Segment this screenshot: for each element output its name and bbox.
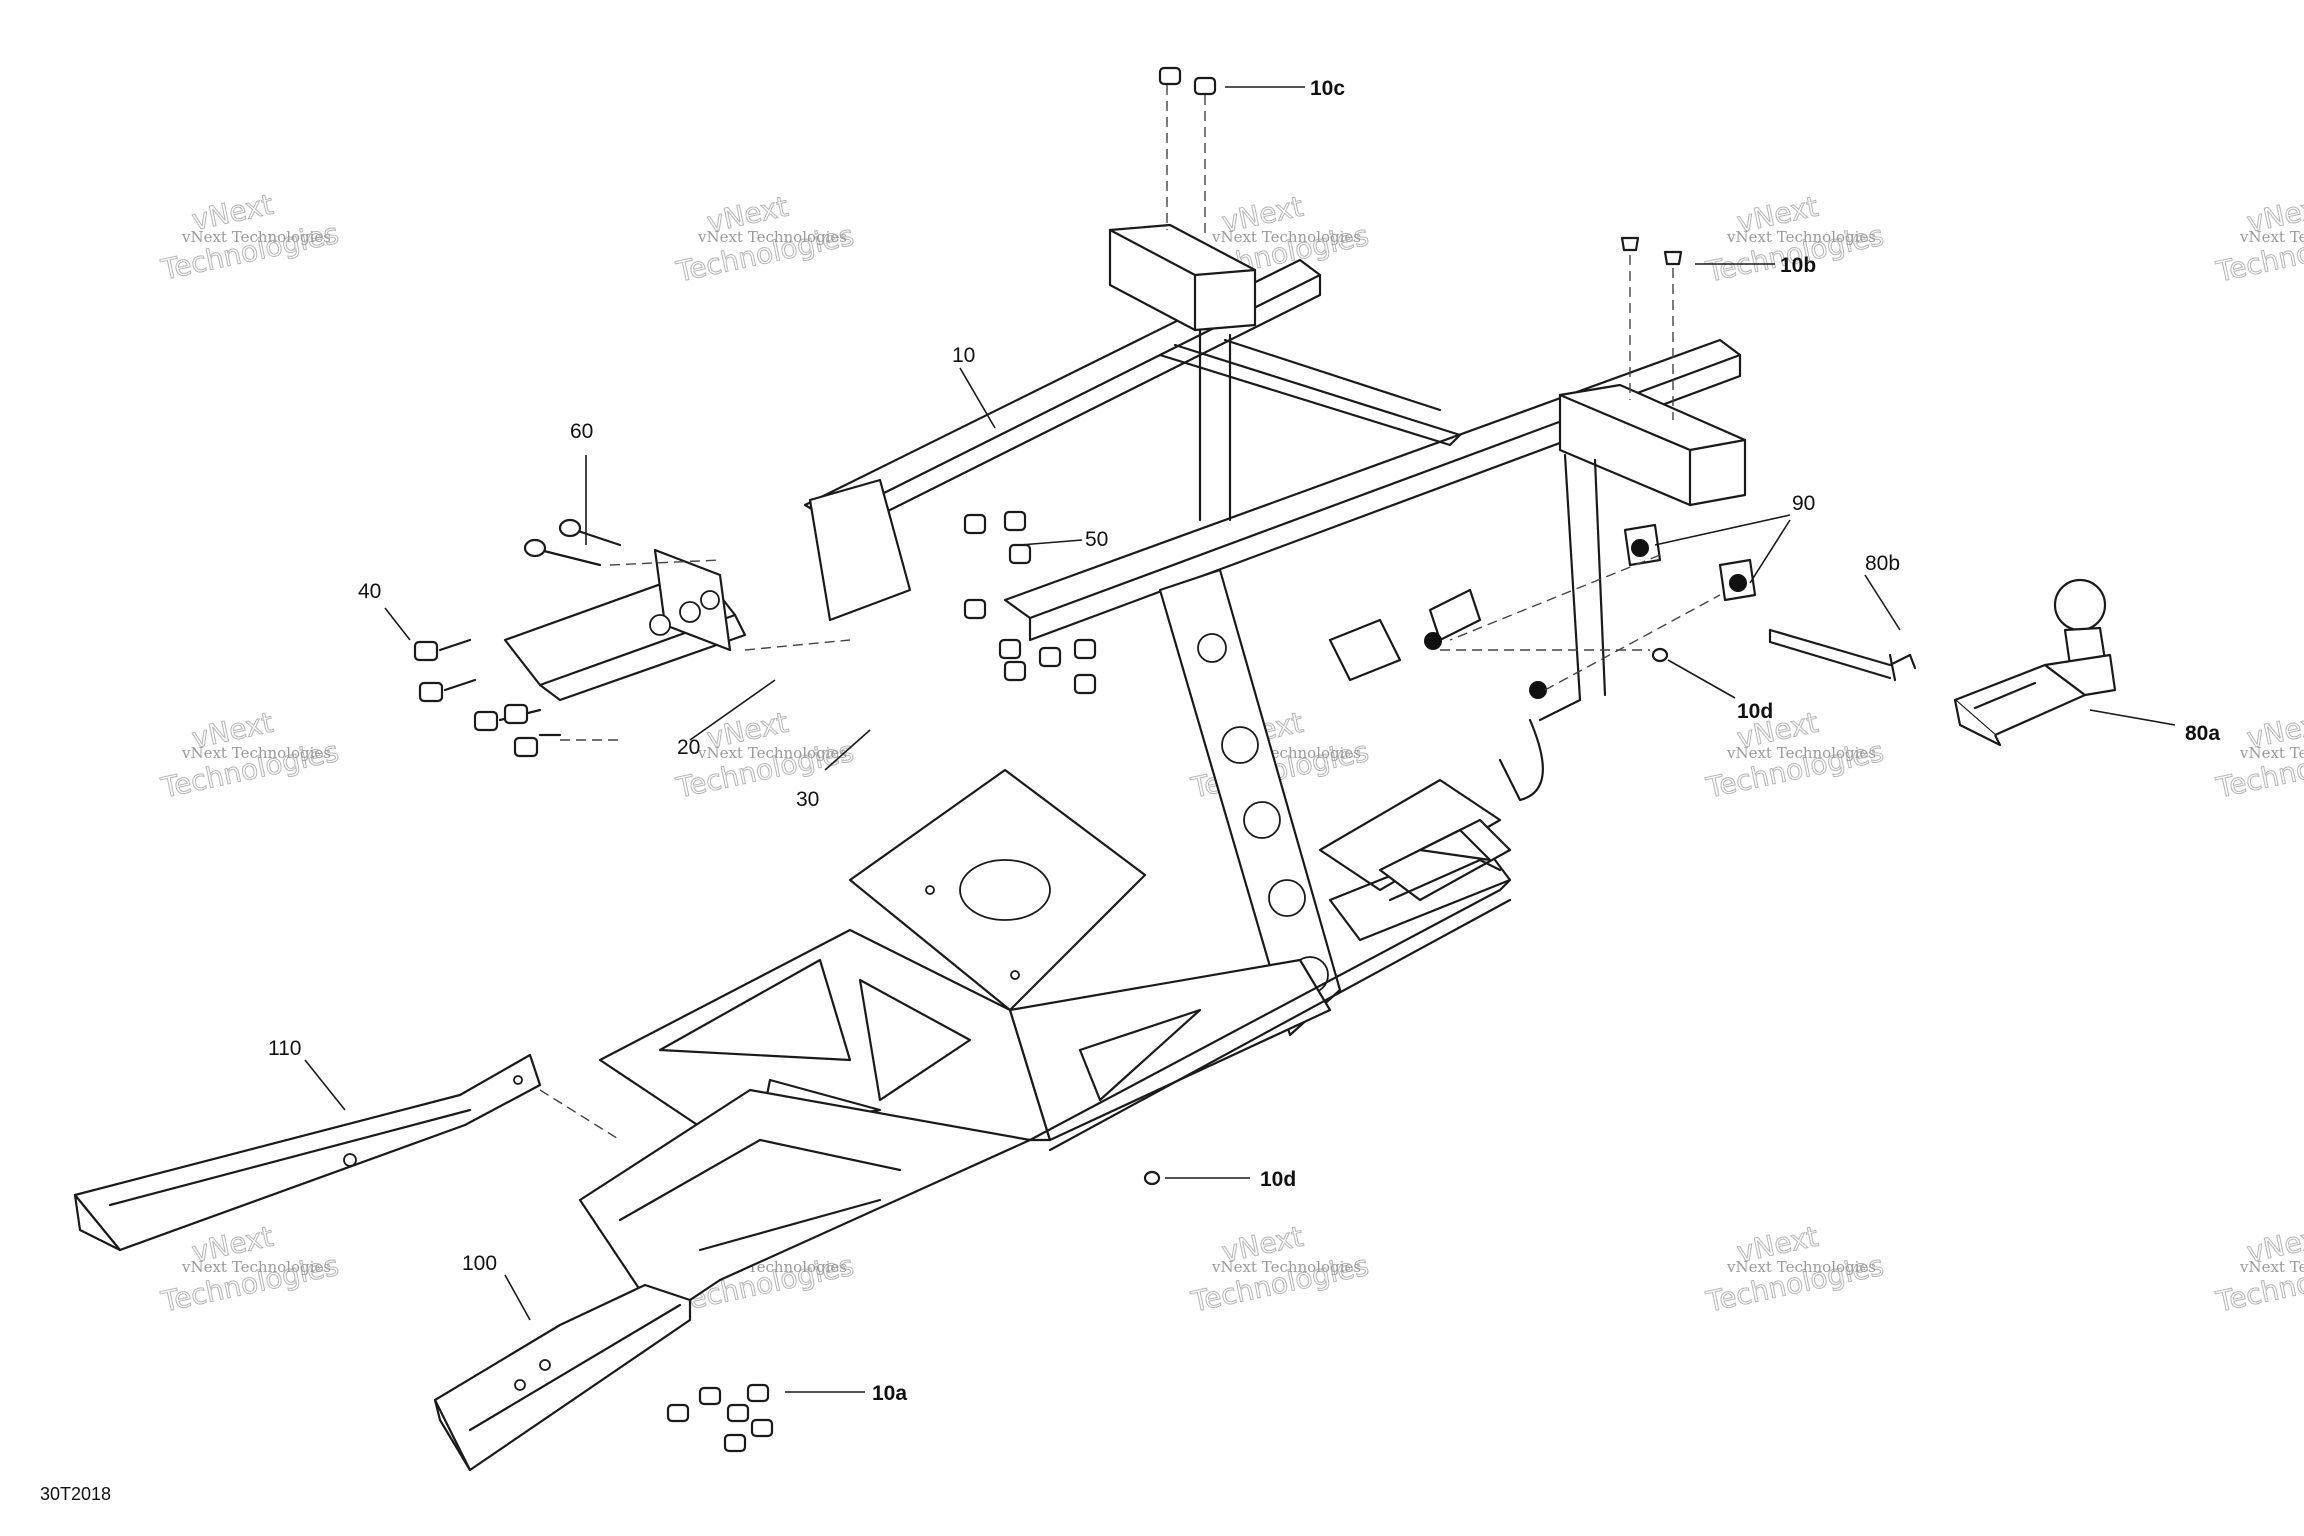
assembly-lines <box>539 85 1721 1141</box>
watermark-text: vNext Technologies <box>181 228 331 246</box>
watermark-text: vNext Technologies <box>2239 744 2304 762</box>
callout-10: 10 <box>952 344 975 367</box>
callout-80a: 80a <box>2185 722 2220 745</box>
mount-hole-marker <box>1424 632 1442 650</box>
callout-60: 60 <box>570 420 593 443</box>
part-80b-pin <box>1768 628 1917 682</box>
diagram-code: 30T2018 <box>40 1484 111 1504</box>
callout-80b: 80b <box>1865 552 1900 575</box>
mount-hole-marker <box>1529 681 1547 699</box>
callout-90: 90 <box>1792 492 1815 515</box>
callout-labels: 10c 10b 10 60 40 50 20 30 90 80b 80a 10d… <box>268 77 2220 1405</box>
main-frame <box>578 223 1747 1322</box>
part-90-bushings <box>1623 523 1757 602</box>
callout-10d-lower: 10d <box>1260 1168 1296 1191</box>
watermark-text: vNext Technologies <box>697 228 847 246</box>
callout-10c: 10c <box>1310 77 1345 100</box>
watermark-text: vNext Technologies <box>697 744 847 762</box>
leader-lines <box>304 86 2176 1393</box>
watermark-text: vNext Technologies <box>1211 228 1361 246</box>
callout-100: 100 <box>462 1252 497 1275</box>
callout-10a: 10a <box>872 1382 907 1405</box>
part-110-runner <box>73 1053 542 1252</box>
part-80a-hitch <box>1953 578 2117 747</box>
callout-10d-upper: 10d <box>1737 700 1773 723</box>
watermark-text: vNext Technologies <box>181 744 331 762</box>
watermark-text: vNext Technologies <box>1726 744 1876 762</box>
callout-20: 20 <box>677 736 700 759</box>
callout-110: 110 <box>268 1037 301 1060</box>
callout-50: 50 <box>1085 528 1108 551</box>
watermark-text: vNext Technologies <box>1211 1258 1361 1276</box>
watermark-text: vNext Technologies <box>181 1258 331 1276</box>
watermark-text: vNext Technologies <box>2239 1258 2304 1276</box>
watermark-text: vNext Technologies <box>2239 228 2304 246</box>
part-100-runner <box>433 1283 692 1472</box>
watermark-text: vNext Technologies <box>1726 1258 1876 1276</box>
callout-30: 30 <box>796 788 819 811</box>
callout-40: 40 <box>358 580 381 603</box>
fasteners <box>413 66 1683 1453</box>
callout-10b: 10b <box>1780 254 1816 277</box>
watermark-text: vNext Technologies <box>1726 228 1876 246</box>
part-20-bracket <box>503 548 747 702</box>
